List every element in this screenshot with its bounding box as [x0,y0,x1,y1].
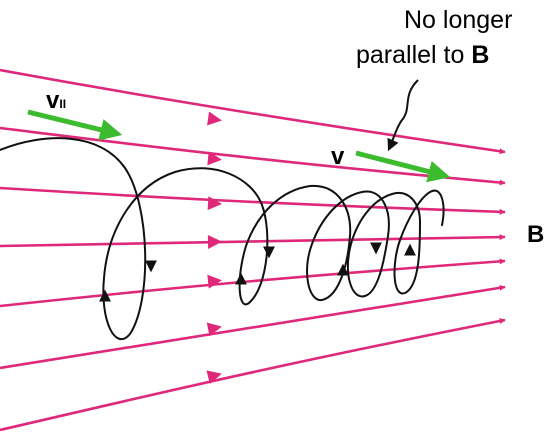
field-line [0,234,506,248]
field-arrowhead [206,370,222,384]
parallel-velocity-label: vII [46,87,66,114]
field-arrowhead [206,322,222,337]
parallel-velocity-symbol: v [46,87,60,114]
field-line [0,126,506,186]
annotation-pointer-arrow [387,79,419,152]
field-arrowhead [207,151,222,166]
parallel-velocity-arrow [27,109,123,141]
field-line [0,68,506,155]
field-direction-arrows [206,111,222,384]
field-arrowhead [207,274,222,289]
field-arrowhead [207,196,222,211]
velocity-label: v [331,143,345,170]
velocity-arrow [355,150,451,183]
annotation-line2: parallel to B [356,41,489,69]
annotation-line2-prefix: parallel to [356,41,471,69]
field-label: B [527,221,544,248]
annotation-b-symbol: B [471,41,489,69]
parallel-velocity-subscript: II [59,97,66,111]
field-arrowhead [207,111,222,126]
field-line [0,318,506,432]
annotation-line1: No longer [404,6,512,34]
